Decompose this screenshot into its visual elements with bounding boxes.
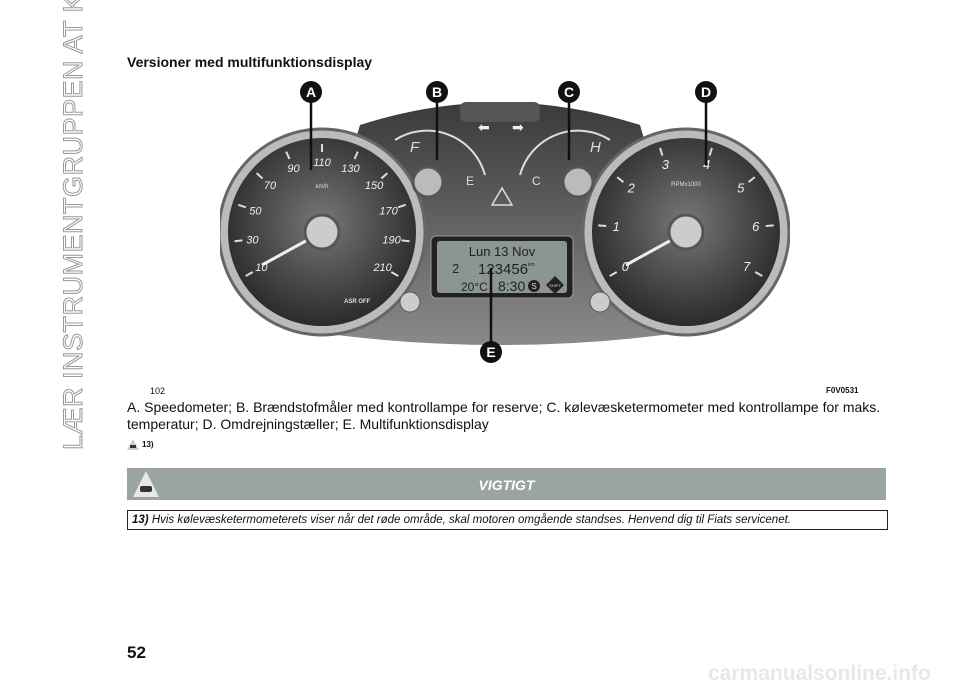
dial-tick: [245, 271, 254, 277]
watermark: carmanualsonline.info: [708, 662, 931, 685]
dial-label: 170: [379, 205, 398, 217]
dial-label: 2: [627, 180, 636, 195]
temp-hot-label: H: [590, 139, 601, 156]
rear-fog-icon: [589, 291, 611, 313]
fuel-empty-label: E: [466, 174, 474, 188]
dial-label: 110: [313, 157, 331, 169]
marker-D: [695, 81, 717, 103]
figure-number: 102: [150, 386, 166, 396]
marker-label: D: [701, 84, 711, 100]
dial-label: 130: [341, 163, 360, 175]
figure-code: F0V0531: [826, 386, 859, 395]
dial-label: 6: [752, 219, 760, 234]
marker-label: B: [432, 84, 442, 100]
display-temperature: 20°C: [461, 280, 488, 294]
dial-tick: [765, 224, 774, 228]
display-gear: 2: [452, 261, 459, 276]
display-time: 8:30: [498, 278, 525, 294]
marker-label: C: [564, 84, 574, 100]
dial-tick: [598, 224, 607, 228]
temp-cold-label: C: [532, 174, 541, 188]
dial-label: 50: [249, 205, 262, 217]
dial-tick: [380, 172, 389, 180]
fuel-full-label: F: [410, 139, 420, 156]
page-number: 52: [127, 643, 146, 662]
dial-tick: [353, 151, 359, 160]
marker-E: [480, 341, 502, 363]
right-indicator-icon: ➡: [512, 119, 524, 135]
dial-label: 3: [662, 157, 670, 172]
display-date: Lun 13 Nov: [469, 244, 536, 259]
warning-car-icon: [127, 439, 139, 450]
dial-tick: [754, 271, 763, 277]
fuel-gauge-hub: [411, 165, 445, 199]
dial-tick: [401, 239, 410, 243]
display-s-mode: S: [531, 282, 536, 291]
marker-B: [426, 81, 448, 103]
dial-tick: [237, 203, 247, 209]
rpm-unit: RPMx1000: [671, 182, 701, 188]
instrument-cluster-figure: 103050709011013015017019021001234567 km/…: [220, 81, 790, 363]
warning-triangle-icon: [490, 186, 514, 206]
asr-off-label: ASR OFF: [344, 299, 371, 305]
dial-label: 5: [737, 180, 745, 195]
dial-tick: [616, 176, 625, 183]
dial-tick: [708, 147, 713, 156]
dial-label: 150: [365, 180, 384, 192]
dial-label: 30: [246, 234, 259, 246]
section-title: Versioner med multifunktionsdisplay: [127, 54, 373, 70]
display-odo-unit: km: [528, 262, 535, 268]
dial-label: 210: [372, 262, 392, 274]
warning-title: VIGTIGT: [478, 477, 535, 493]
dial-tick: [234, 239, 243, 243]
marker-C: [558, 81, 580, 103]
marker-label: E: [486, 344, 495, 360]
warning-ref-number: 13): [142, 440, 154, 449]
chapter-sidebar-title: LÆR INSTRUMENTGRUPPEN AT KENDE: [58, 0, 89, 451]
warning-header: VIGTIGT: [127, 468, 886, 500]
display-odometer: 123456: [478, 261, 528, 278]
dial-tick: [609, 271, 618, 277]
dial-label: 7: [743, 259, 751, 274]
note-text: Hvis kølevæsketermometerets viser når de…: [148, 514, 791, 526]
temp-gauge-hub: [561, 165, 595, 199]
dial-tick: [747, 176, 756, 183]
display-shift: SHIFT: [549, 283, 561, 288]
figure-caption: A. Speedometer; B. Brændstofmåler med ko…: [127, 399, 881, 432]
dial-label: 90: [287, 163, 300, 175]
left-indicator-icon: ⬅: [478, 119, 490, 135]
dial-label: 70: [264, 180, 277, 192]
dial-label: 190: [382, 234, 401, 246]
marker-A: [300, 81, 322, 103]
warning-reference[interactable]: 13): [127, 439, 154, 450]
dial-tick: [285, 151, 291, 160]
marker-label: A: [306, 84, 316, 100]
dial-tick: [659, 147, 664, 156]
dial-label: 1: [613, 219, 620, 234]
dial-tick: [390, 271, 399, 277]
dial-tick: [397, 203, 407, 209]
fog-light-icon: [399, 291, 421, 313]
note-number: 13): [132, 514, 149, 526]
warning-car-icon: [133, 471, 159, 497]
dial-label: 0: [622, 259, 630, 274]
speed-unit: km/h: [315, 184, 328, 190]
warning-note: 13) Hvis kølevæsketermometerets viser nå…: [127, 510, 888, 530]
dial-tick: [255, 172, 264, 180]
